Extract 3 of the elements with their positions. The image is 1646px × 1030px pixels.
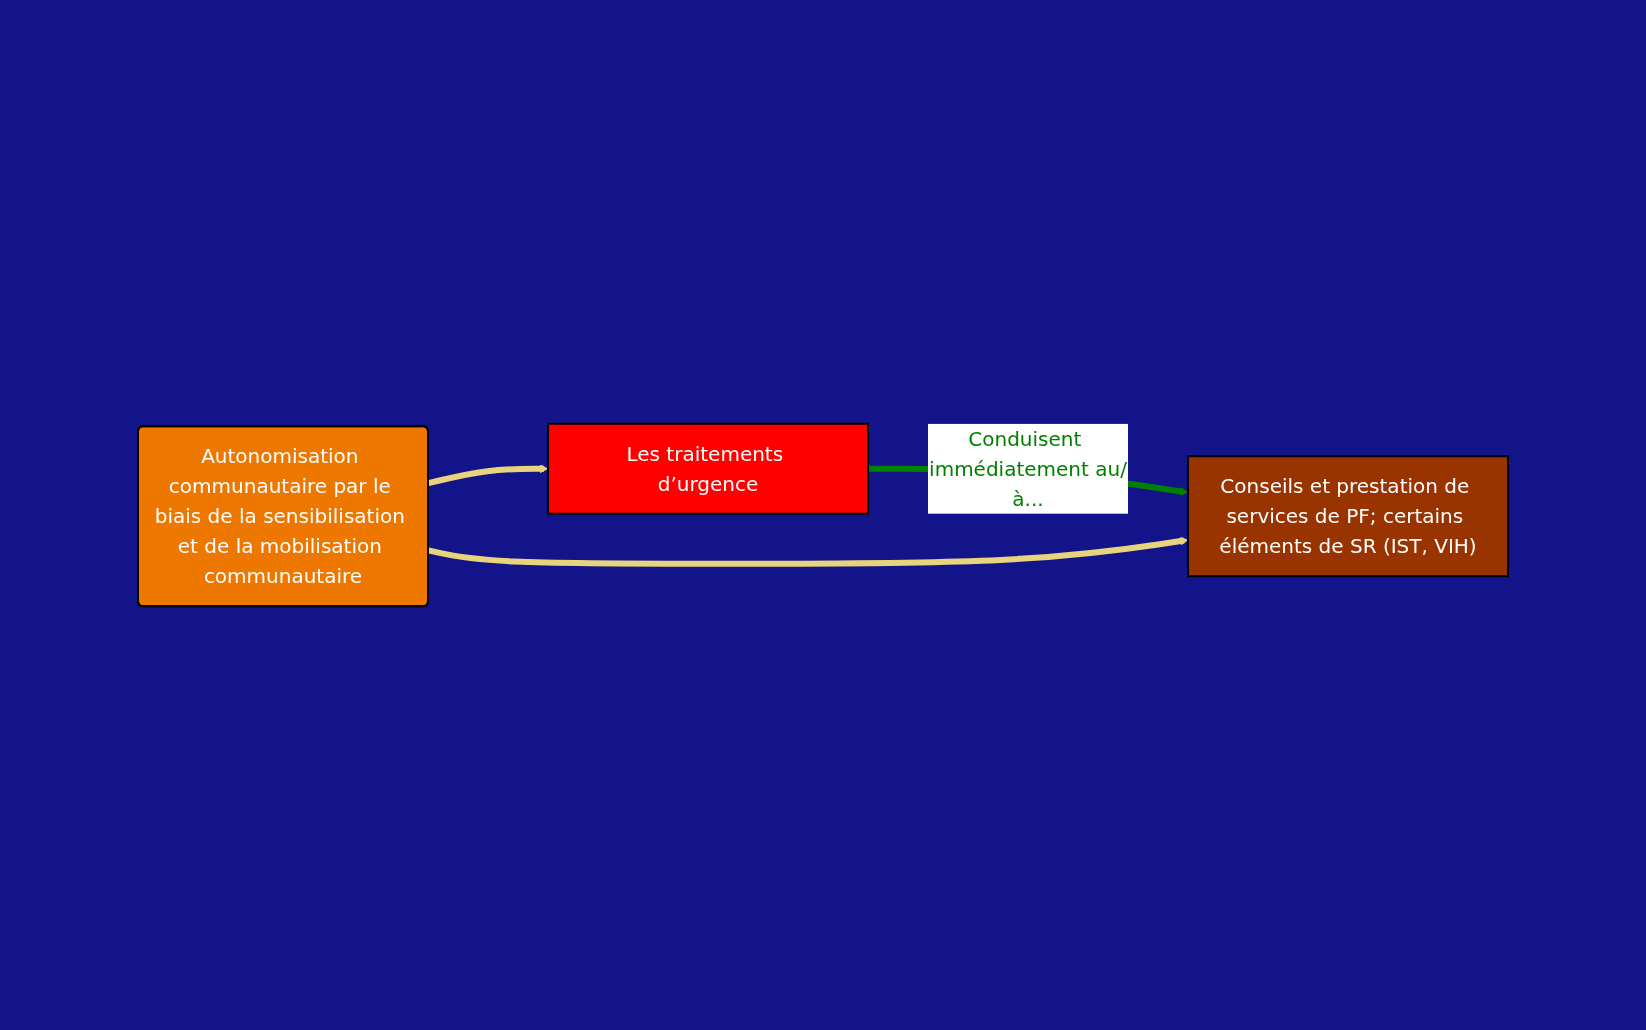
node-box: Conseils et prestation de services de PF; certains éléments de SR (IST, VIH)	[1187, 455, 1509, 578]
edge-label: Conduisent immédiatement au/à...	[929, 426, 1127, 511]
node-box: Les traitements d’urgence	[547, 422, 869, 515]
